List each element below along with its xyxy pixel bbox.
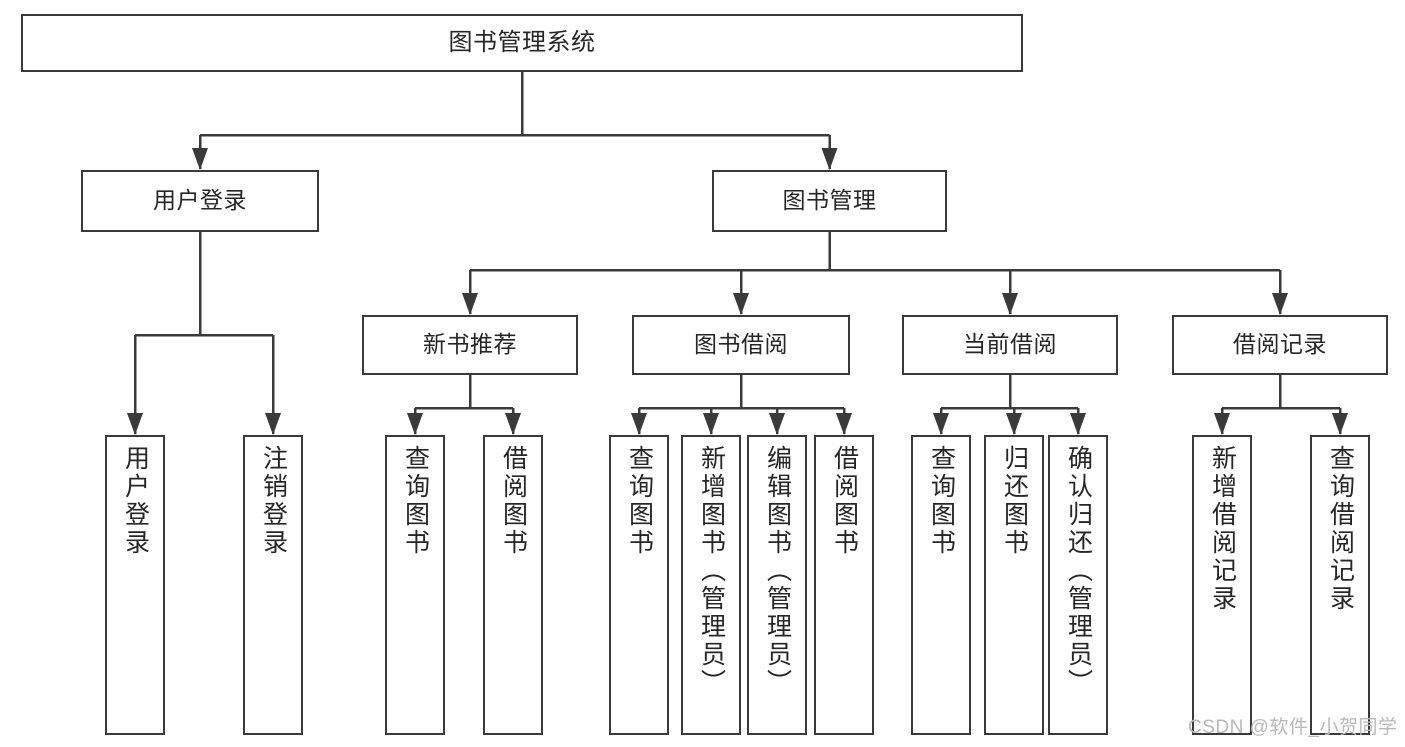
node-leaf-user-login[interactable]: 用户登录: [105, 435, 165, 735]
node-borrow[interactable]: 图书借阅: [632, 315, 850, 375]
node-login[interactable]: 用户登录: [81, 170, 319, 232]
node-leaf-bl-add[interactable]: 新增图书（管理员）: [681, 435, 741, 735]
node-records[interactable]: 借阅记录: [1172, 315, 1388, 375]
node-leaf-cur-query[interactable]: 查询图书: [911, 435, 971, 735]
csdn-watermark: CSDN @软件_小贺同学: [1188, 717, 1398, 738]
node-label: 借阅记录: [1233, 331, 1327, 358]
node-label: 确认归还（管理员）: [1064, 445, 1093, 697]
node-root[interactable]: 图书管理系统: [21, 14, 1023, 72]
node-label: 编辑图书（管理员）: [763, 445, 792, 697]
node-current[interactable]: 当前借阅: [902, 315, 1118, 375]
node-label: 当前借阅: [963, 331, 1057, 358]
node-leaf-rec-query[interactable]: 查询借阅记录: [1310, 435, 1370, 735]
node-bookmgmt[interactable]: 图书管理: [712, 170, 947, 232]
node-label: 新增图书（管理员）: [697, 445, 726, 697]
node-leaf-rec-add[interactable]: 新增借阅记录: [1192, 435, 1252, 735]
node-leaf-bl-edit[interactable]: 编辑图书（管理员）: [747, 435, 807, 735]
node-leaf-user-logout[interactable]: 注销登录: [243, 435, 303, 735]
node-label: 查询借阅记录: [1326, 445, 1355, 613]
node-leaf-cur-confirm[interactable]: 确认归还（管理员）: [1048, 435, 1108, 735]
node-label: 图书借阅: [694, 331, 788, 358]
node-leaf-nb-query[interactable]: 查询图书: [385, 435, 445, 735]
node-label: 图书管理: [782, 187, 877, 214]
node-leaf-cur-return[interactable]: 归还图书: [984, 435, 1044, 735]
node-label: 借阅图书: [830, 445, 859, 557]
node-newbook[interactable]: 新书推荐: [362, 315, 578, 375]
node-label: 新书推荐: [423, 331, 517, 358]
node-label: 用户登录: [153, 187, 247, 214]
node-label: 查询图书: [401, 445, 430, 557]
node-label: 借阅图书: [499, 445, 528, 557]
node-label: 查询图书: [927, 445, 956, 557]
node-leaf-nb-borrow[interactable]: 借阅图书: [483, 435, 543, 735]
node-label: 注销登录: [259, 445, 288, 557]
node-leaf-bl-query[interactable]: 查询图书: [609, 435, 669, 735]
node-label: 用户登录: [121, 445, 150, 557]
node-label: 查询图书: [625, 445, 654, 557]
node-label: 图书管理系统: [448, 28, 596, 56]
node-leaf-bl-borrow[interactable]: 借阅图书: [814, 435, 874, 735]
node-label: 归还图书: [1000, 445, 1029, 557]
node-label: 新增借阅记录: [1208, 445, 1237, 613]
